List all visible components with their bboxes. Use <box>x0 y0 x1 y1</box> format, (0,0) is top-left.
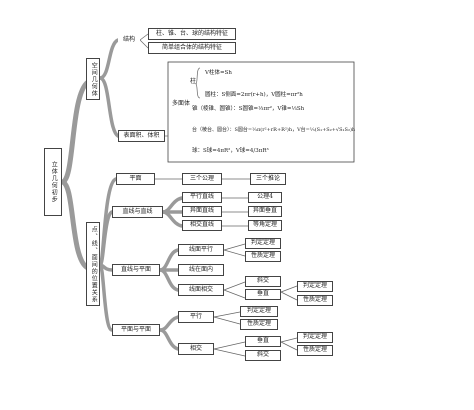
branch-relation-label: 点、线、面间的位置关系 <box>90 225 98 303</box>
formula-cylinder: 圆柱：S侧面=2πr(r+h)，V圆柱=πr²h <box>205 92 303 98</box>
structure-item-2: 简单组合体的结构特征 <box>148 42 236 54</box>
line-plane-node: 直线与平面 <box>112 264 160 276</box>
root-node: 立体几何初步 <box>44 148 62 216</box>
plane-plane-item-parallel: 平行 <box>178 311 214 323</box>
line-line-item-parallel: 平行直线 <box>182 192 222 203</box>
line-line-right-2: 异面垂直 <box>248 206 282 217</box>
formula-sphere: 球：S球=4πR²，V球=4/3πR³ <box>192 148 269 154</box>
line-line-right-3: 等角定理 <box>248 220 282 231</box>
root-label: 立体几何初步 <box>50 161 58 203</box>
line-plane-oblique: 斜交 <box>245 276 281 287</box>
line-plane-far-1: 判定定理 <box>297 281 333 292</box>
structure-item-1: 柱、锥、台、球的结构特征 <box>148 28 236 40</box>
line-line-right-1: 公理4 <box>248 192 282 203</box>
plane-plane-far-1: 判定定理 <box>297 332 333 343</box>
line-line-node: 直线与直线 <box>112 206 163 218</box>
plane-plane-oblique: 斜交 <box>245 350 281 361</box>
line-plane-thm-2: 性质定理 <box>245 251 281 262</box>
surface-volume-label: 表面积、体积 <box>123 131 160 139</box>
line-plane-perp: 垂直 <box>245 289 281 300</box>
plane-node: 平面 <box>116 173 155 185</box>
line-plane-far-2: 性质定理 <box>297 295 333 306</box>
plane-plane-thm-2: 性质定理 <box>240 319 278 330</box>
formula-frustum: 台（棱台、圆台）：S圆台=⅓π(r²+rR+R²)h，V台=⅓(S₁+S₂+√S… <box>192 127 356 133</box>
line-line-item-intersect: 相交直线 <box>182 220 222 231</box>
line-plane-item-in: 线在面内 <box>178 264 224 276</box>
plane-plane-far-2: 性质定理 <box>297 345 333 356</box>
polyhedron-label: 多面体 <box>172 100 191 107</box>
plane-plane-thm-1: 判定定理 <box>240 306 278 317</box>
structure-node: 结构 <box>118 34 140 46</box>
branch-relation-node: 点、线、面间的位置关系 <box>86 222 100 306</box>
line-plane-thm-1: 判定定理 <box>245 238 281 249</box>
plane-plane-node: 平面与平面 <box>112 324 160 336</box>
structure-label: 结构 <box>122 35 135 43</box>
formula-pyramid: 锥（棱锥、圆锥）：S圆锥=⅓πr²，V锥=⅓Sh <box>192 106 305 112</box>
line-plane-item-parallel: 线面平行 <box>178 244 224 256</box>
surface-volume-node: 表面积、体积 <box>118 130 165 142</box>
branch-space-label: 空间几何体 <box>90 61 98 97</box>
formula-prism: V柱体=Sh <box>205 70 232 76</box>
plane-corollaries: 三个推论 <box>250 173 286 185</box>
plane-plane-item-intersect: 相交 <box>178 343 214 355</box>
prism-label: 柱 <box>190 78 197 85</box>
plane-axioms: 三个公理 <box>182 173 222 185</box>
line-plane-item-intersect: 线面相交 <box>178 284 224 296</box>
branch-space-node: 空间几何体 <box>86 58 100 100</box>
line-line-item-skew: 异面直线 <box>182 206 222 217</box>
plane-plane-perp: 垂直 <box>245 336 281 347</box>
